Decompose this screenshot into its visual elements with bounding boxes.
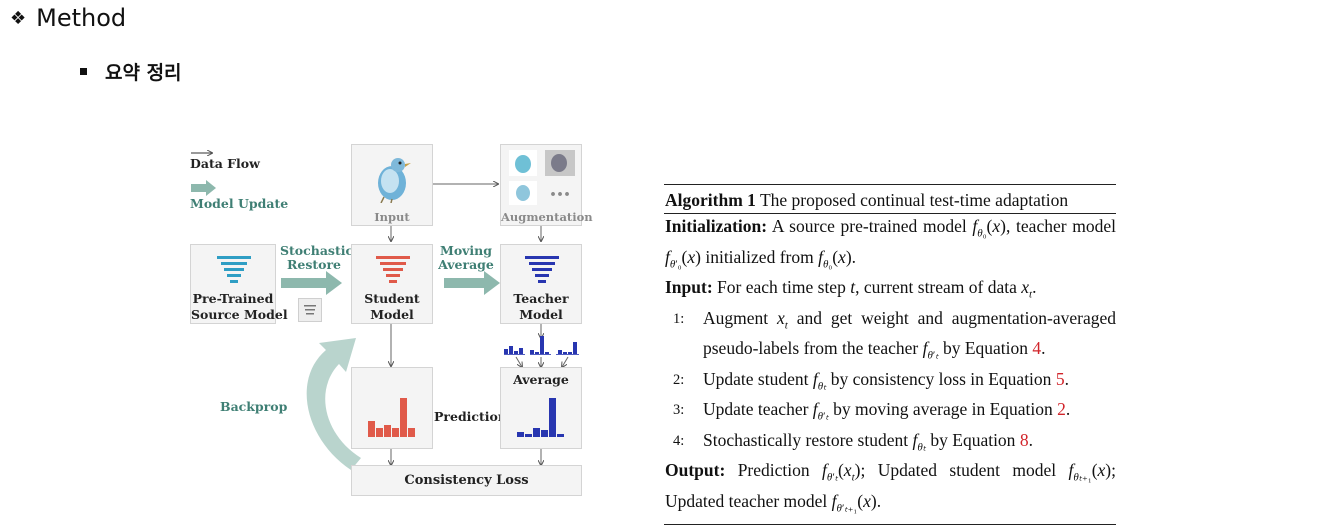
diagram-lines (191, 140, 579, 470)
algorithm-step-4: 4: Stochastically restore student fθₜ by… (673, 429, 1033, 454)
augmented-images (509, 150, 575, 205)
backprop-curved-arrow-icon (306, 338, 361, 470)
algorithm-body: Initialization: A source pre-trained mod… (664, 214, 1116, 520)
prediction-bar-chart (368, 398, 415, 437)
backprop-label: Backprop (220, 399, 288, 414)
equation-ref-8[interactable]: 8 (1019, 429, 1029, 450)
algorithm-mid-rule (664, 213, 1116, 214)
restore-mask-icon (298, 298, 322, 322)
input-label: Input (374, 210, 410, 224)
algorithm-step-2: 2: Update student fθₜ by consistency los… (673, 368, 1069, 393)
stochastic-label-2: Restore (286, 257, 342, 272)
red-model-icon (376, 256, 410, 283)
stochastic-label-1: Stochastic (280, 243, 354, 258)
input-box: Input (351, 144, 433, 226)
augmentation-label: Augmentation (501, 210, 593, 224)
prediction-box (351, 367, 433, 449)
teacher-model-box: Teacher Model (500, 244, 582, 324)
algorithm-title: Algorithm 1 The proposed continual test-… (665, 190, 1069, 210)
average-bar-chart (517, 398, 564, 437)
equation-ref-4[interactable]: 4 (1032, 338, 1042, 358)
navy-model-icon (525, 256, 559, 283)
algorithm-block: Algorithm 1 The proposed continual test-… (664, 184, 1116, 525)
moving-average-arrow-icon (444, 271, 500, 295)
algorithm-input: Input: For each time step t, current str… (665, 277, 1037, 301)
moving-label-1: Moving (439, 243, 492, 258)
student-label-1: Student (364, 291, 420, 306)
model-update-legend-arrow-icon (191, 180, 216, 196)
pretrained-label-1: Pre-Trained (192, 291, 274, 306)
legend-model-update: Model Update (190, 196, 289, 211)
method-diagram: Data Flow Model Update Input ••• Augmen (186, 140, 593, 502)
bird-image (366, 151, 418, 204)
algorithm-step-3: 3: Update teacher fθ′ₜ by moving average… (673, 399, 1071, 423)
algorithm-output: Output: Prediction fθ′ₜ(xt); Updated stu… (665, 460, 1116, 514)
equation-ref-5[interactable]: 5 (1055, 368, 1065, 389)
subsection-title: 요약 정리 (105, 62, 182, 84)
moving-label-2: Average (438, 257, 494, 272)
equation-ref-2[interactable]: 2 (1057, 399, 1066, 419)
consistency-label: Consistency Loss (404, 473, 529, 488)
section-title: Method (36, 4, 127, 32)
algorithm-top-rule (664, 184, 1116, 185)
teacher-small-bar-charts (504, 336, 579, 355)
legend-data-flow: Data Flow (190, 156, 260, 171)
pretrained-source-model-box: Pre-Trained Source Model (190, 244, 288, 324)
square-bullet-icon (80, 68, 87, 75)
algorithm-initialization: Initialization: A source pre-trained mod… (665, 216, 1116, 270)
prediction-label: Prediction (434, 409, 507, 424)
section-heading: ❖ Method (10, 4, 126, 32)
pretrained-label-2: Source Model (191, 307, 288, 322)
teacher-label-1: Teacher (513, 291, 569, 306)
average-label: Average (513, 372, 569, 387)
consistency-loss-box: Consistency Loss (351, 465, 582, 496)
stochastic-restore-arrow-icon (281, 271, 342, 295)
augmentation-more: ••• (549, 188, 571, 201)
diamond-bullet-icon: ❖ (10, 7, 27, 29)
subsection-heading: 요약 정리 (80, 58, 182, 85)
student-model-box: Student Model (351, 244, 433, 324)
average-box: Average (500, 367, 582, 449)
teacher-label-2: Model (519, 307, 563, 322)
blue-model-icon (217, 256, 251, 283)
augmentation-box: ••• Augmentation (500, 144, 593, 226)
algorithm-step-1: 1: Augment xt and get weight and augment… (673, 307, 1116, 362)
student-label-2: Model (370, 307, 414, 322)
